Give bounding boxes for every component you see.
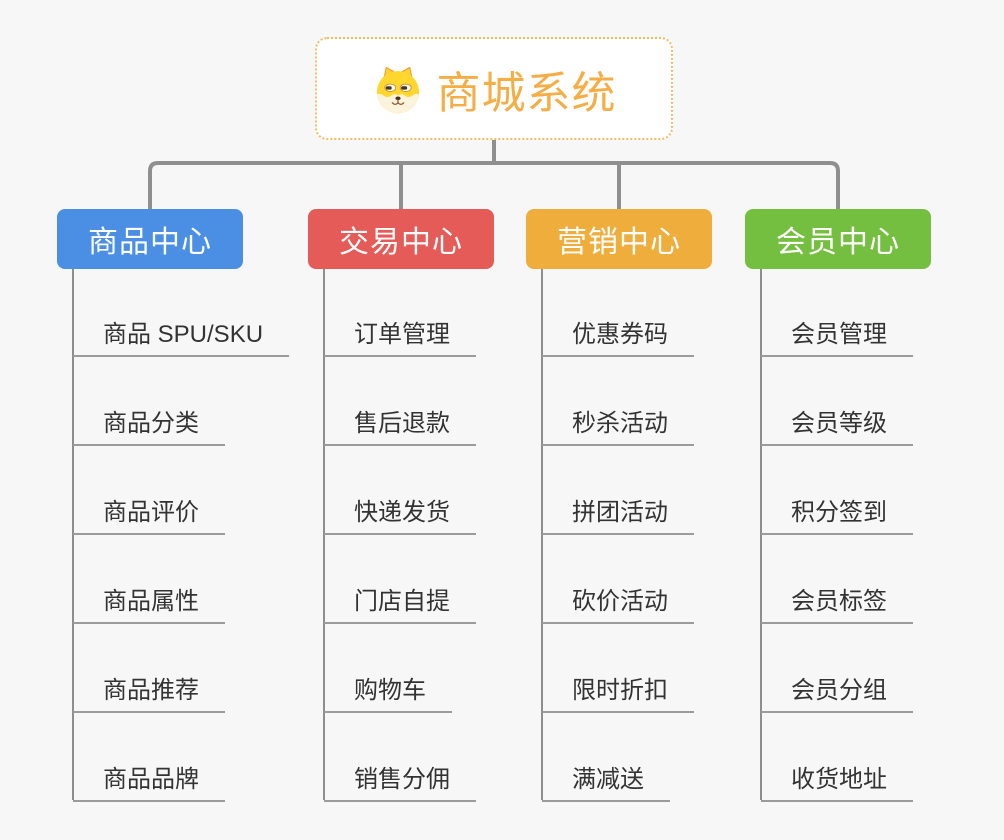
tree-item[interactable]: 订单管理 [324, 315, 476, 357]
tree-item[interactable]: 秒杀活动 [542, 404, 694, 446]
tree-item[interactable]: 购物车 [324, 671, 452, 713]
tree-item[interactable]: 会员管理 [761, 315, 913, 357]
tree-item[interactable]: 销售分佣 [324, 760, 476, 802]
tree-item[interactable]: 砍价活动 [542, 582, 694, 624]
tree-item[interactable]: 满减送 [542, 760, 670, 802]
tree-item[interactable]: 商品推荐 [73, 671, 225, 713]
branch-header-product-center[interactable]: 商品中心 [57, 209, 243, 269]
tree-item[interactable]: 快递发货 [324, 493, 476, 535]
tree-item[interactable]: 商品品牌 [73, 760, 225, 802]
branch-header-trade-center[interactable]: 交易中心 [308, 209, 494, 269]
tree-item[interactable]: 商品评价 [73, 493, 225, 535]
tree-item[interactable]: 门店自提 [324, 582, 476, 624]
tree-item[interactable]: 会员分组 [761, 671, 913, 713]
tree-item[interactable]: 会员等级 [761, 404, 913, 446]
root-node[interactable]: 商城系统 [315, 37, 673, 140]
tree-item[interactable]: 商品 SPU/SKU [73, 315, 290, 357]
tree-item[interactable]: 商品属性 [73, 582, 225, 624]
tree-item[interactable]: 拼团活动 [542, 493, 694, 535]
branch-header-member-center[interactable]: 会员中心 [745, 209, 931, 269]
tree-item[interactable]: 会员标签 [761, 582, 913, 624]
branch-header-marketing-center[interactable]: 营销中心 [526, 209, 712, 269]
tree-item[interactable]: 限时折扣 [542, 671, 694, 713]
tree-item[interactable]: 积分签到 [761, 493, 913, 535]
tree-item[interactable]: 商品分类 [73, 404, 225, 446]
tree-item[interactable]: 售后退款 [324, 404, 476, 446]
root-title: 商城系统 [436, 68, 617, 118]
tree-item[interactable]: 收货地址 [761, 760, 913, 802]
tree-item[interactable]: 优惠券码 [542, 315, 694, 357]
shiba-dog-icon [376, 66, 419, 113]
